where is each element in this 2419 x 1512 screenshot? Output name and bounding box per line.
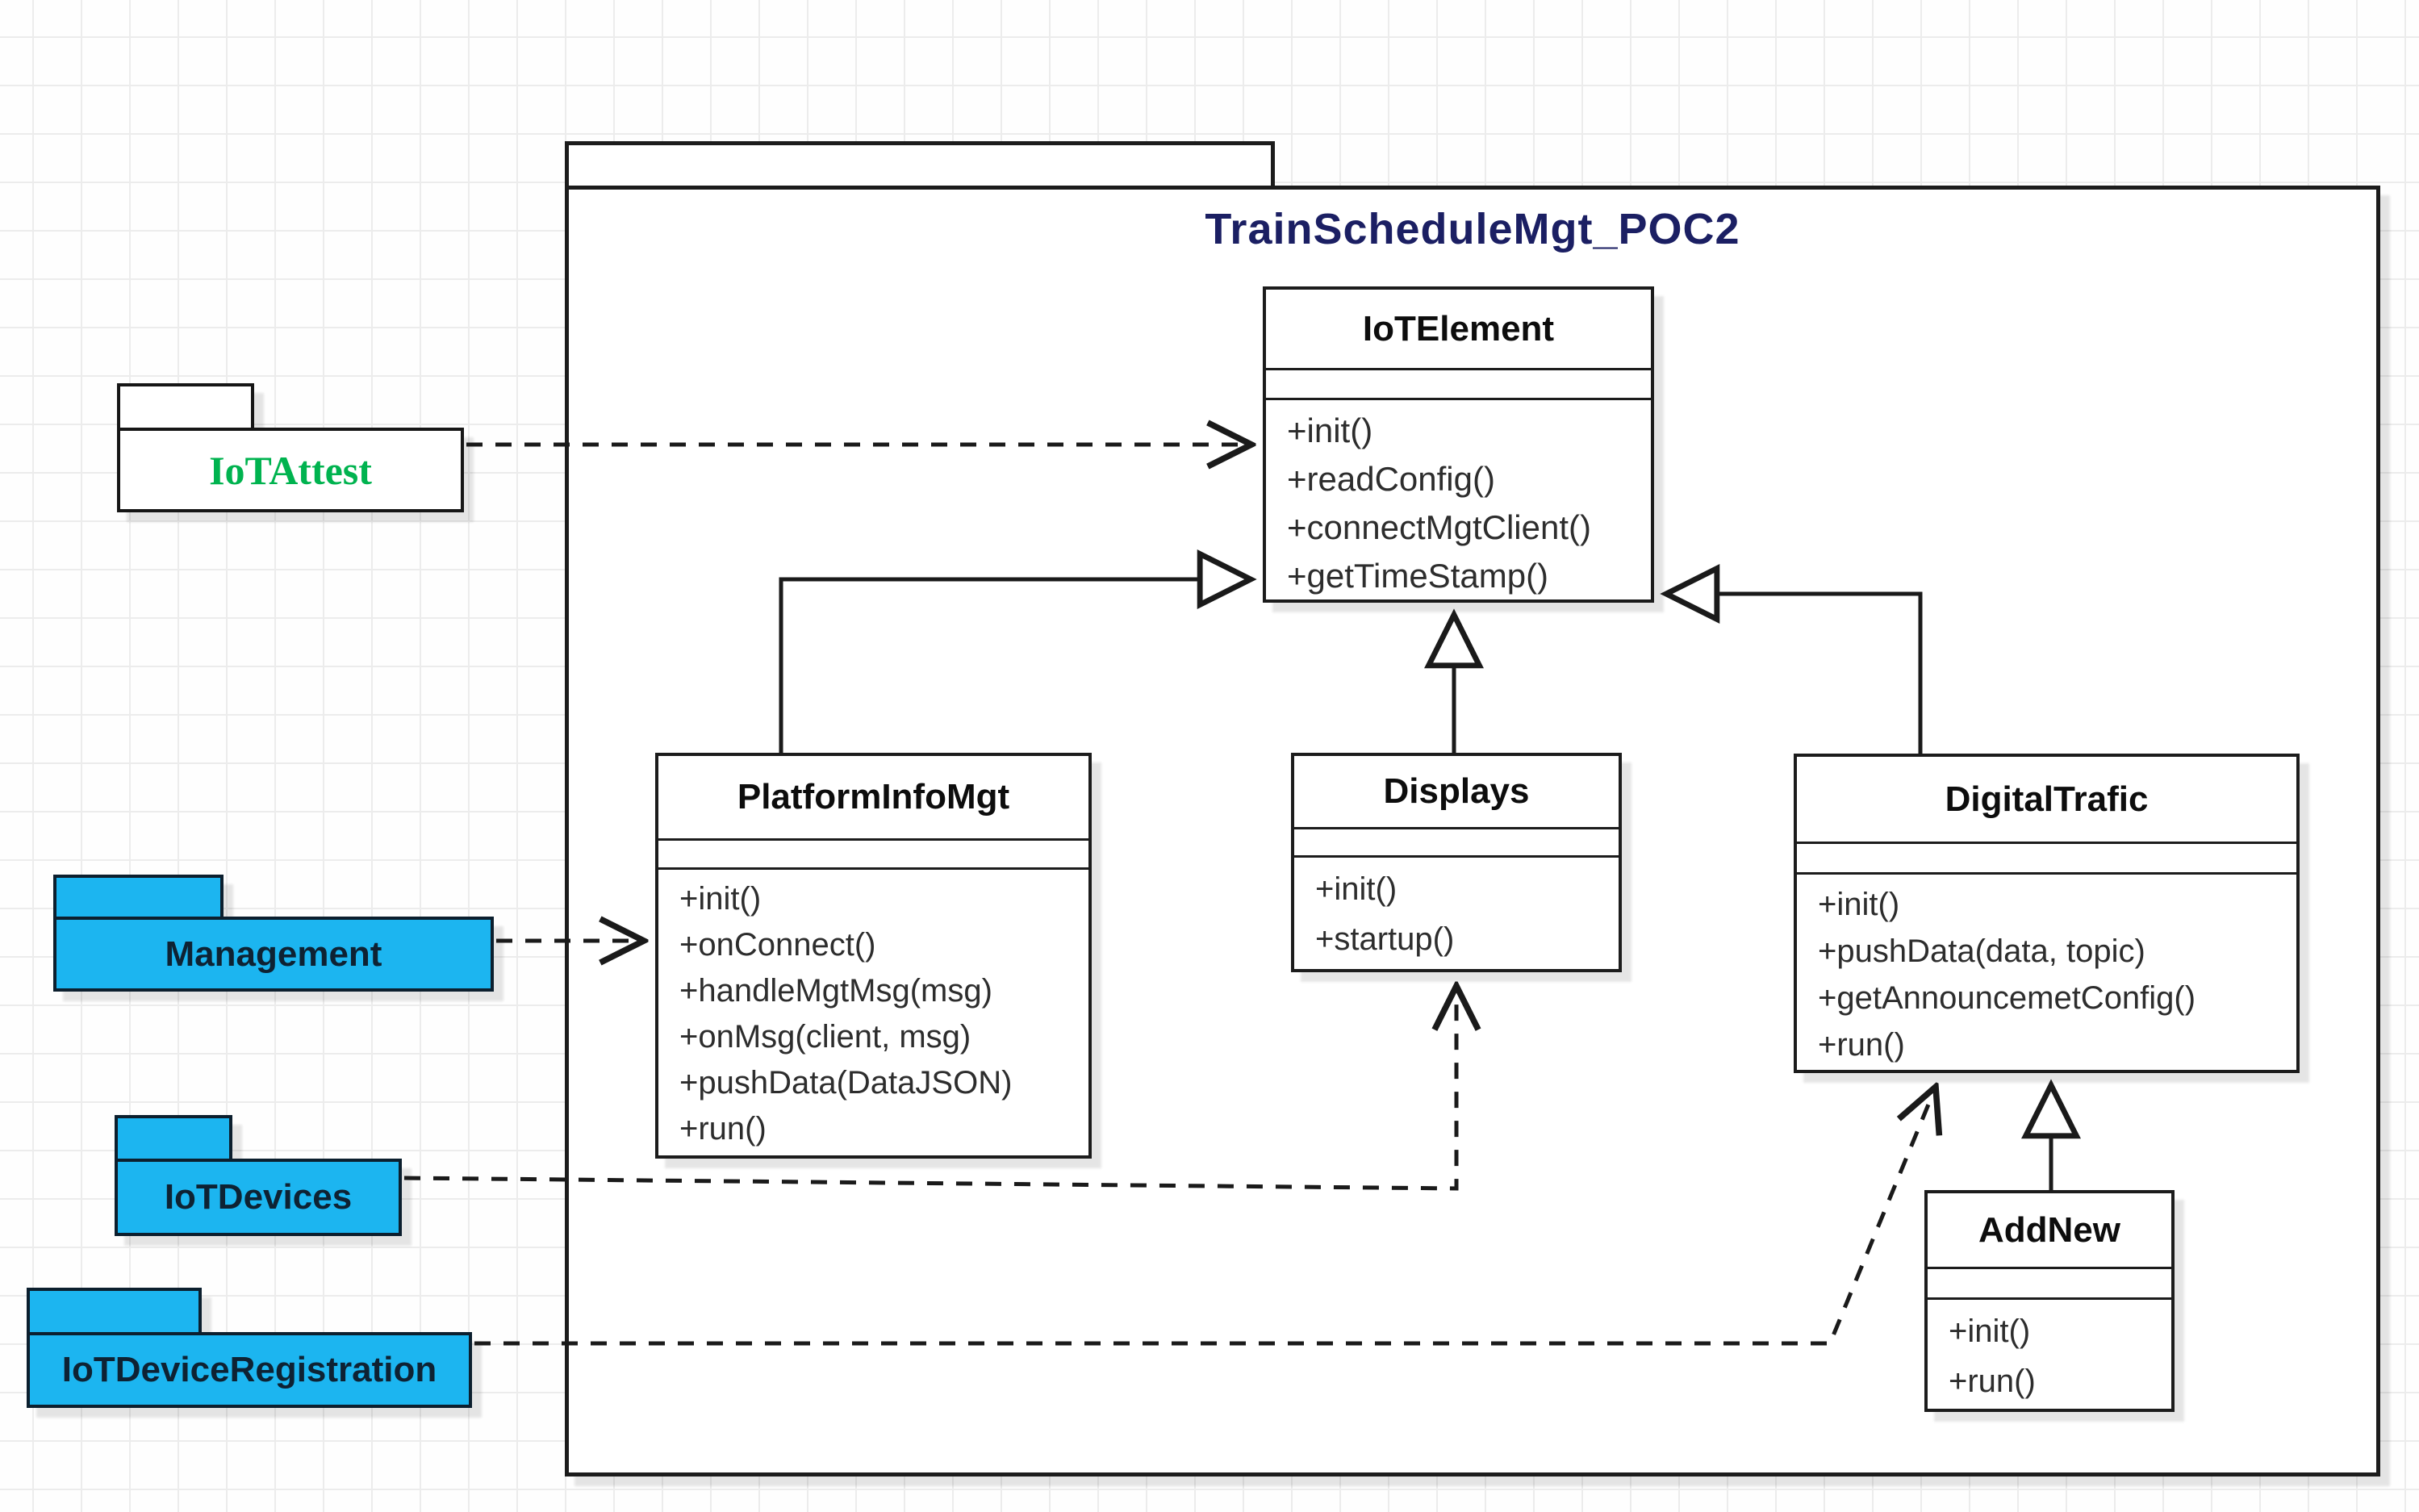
class-title: Displays xyxy=(1294,756,1619,829)
class-attributes-empty xyxy=(1797,844,2296,875)
class-method: +pushData(DataJSON) xyxy=(679,1065,1013,1101)
class-box-addnew[interactable]: AddNew +init() +run() xyxy=(1924,1190,2175,1412)
class-method: +init() xyxy=(1287,411,1373,449)
class-method: +getAnnouncemetConfig() xyxy=(1818,980,2196,1016)
package-body: IoTDevices xyxy=(115,1159,402,1236)
package-body: IoTAttest xyxy=(117,428,464,512)
package-label: IoTDevices xyxy=(164,1177,353,1217)
class-title: DigitalTrafic xyxy=(1797,757,2296,844)
class-method: +getTimeStamp() xyxy=(1287,557,1549,595)
class-box-platforminfomgt[interactable]: PlatformInfoMgt +init() +onConnect() +ha… xyxy=(655,753,1092,1159)
class-title: AddNew xyxy=(1928,1193,2171,1269)
class-method: +handleMgtMsg(msg) xyxy=(679,973,992,1009)
class-title: PlatformInfoMgt xyxy=(658,756,1088,841)
class-box-displays[interactable]: Displays +init() +startup() xyxy=(1291,753,1622,972)
package-label: IoTDeviceRegistration xyxy=(61,1350,437,1389)
container-package-title: TrainScheduleMgt_POC2 xyxy=(1205,205,1740,253)
class-methods: +init() +readConfig() +connectMgtClient(… xyxy=(1266,400,1651,600)
package-tab xyxy=(27,1288,202,1335)
class-method: +run() xyxy=(1818,1027,1905,1063)
class-methods: +init() +startup() xyxy=(1294,858,1619,969)
class-method: +init() xyxy=(1315,871,1398,907)
class-methods: +init() +run() xyxy=(1928,1300,2171,1409)
class-box-digitaltrafic[interactable]: DigitalTrafic +init() +pushData(data, to… xyxy=(1794,754,2300,1073)
class-method: +init() xyxy=(1818,887,1900,922)
class-method: +run() xyxy=(679,1111,767,1147)
package-label: IoTAttest xyxy=(209,447,372,493)
class-box-iotelement[interactable]: IoTElement +init() +readConfig() +connec… xyxy=(1263,286,1654,603)
class-attributes-empty xyxy=(1266,370,1651,400)
container-package-tab[interactable] xyxy=(565,141,1275,190)
class-attributes-empty xyxy=(658,841,1088,870)
class-method: +startup() xyxy=(1315,921,1455,957)
package-body: IoTDeviceRegistration xyxy=(27,1332,472,1408)
package-body: Management xyxy=(53,917,494,992)
class-method: +pushData(data, topic) xyxy=(1818,934,2145,969)
class-title: IoTElement xyxy=(1266,290,1651,370)
package-label: Management xyxy=(165,934,382,974)
package-tab xyxy=(115,1115,232,1162)
class-method: +connectMgtClient() xyxy=(1287,508,1591,546)
class-method: +init() xyxy=(1949,1314,2031,1349)
class-attributes-empty xyxy=(1294,829,1619,858)
class-methods: +init() +onConnect() +handleMgtMsg(msg) … xyxy=(658,870,1088,1155)
package-tab xyxy=(53,875,224,921)
class-method: +onMsg(client, msg) xyxy=(679,1019,971,1055)
class-attributes-empty xyxy=(1928,1269,2171,1300)
class-method: +onConnect() xyxy=(679,927,876,963)
package-tab xyxy=(117,383,254,431)
class-method: +init() xyxy=(679,881,762,917)
class-method: +readConfig() xyxy=(1287,460,1495,498)
class-method: +run() xyxy=(1949,1364,2036,1399)
class-methods: +init() +pushData(data, topic) +getAnnou… xyxy=(1797,875,2296,1070)
